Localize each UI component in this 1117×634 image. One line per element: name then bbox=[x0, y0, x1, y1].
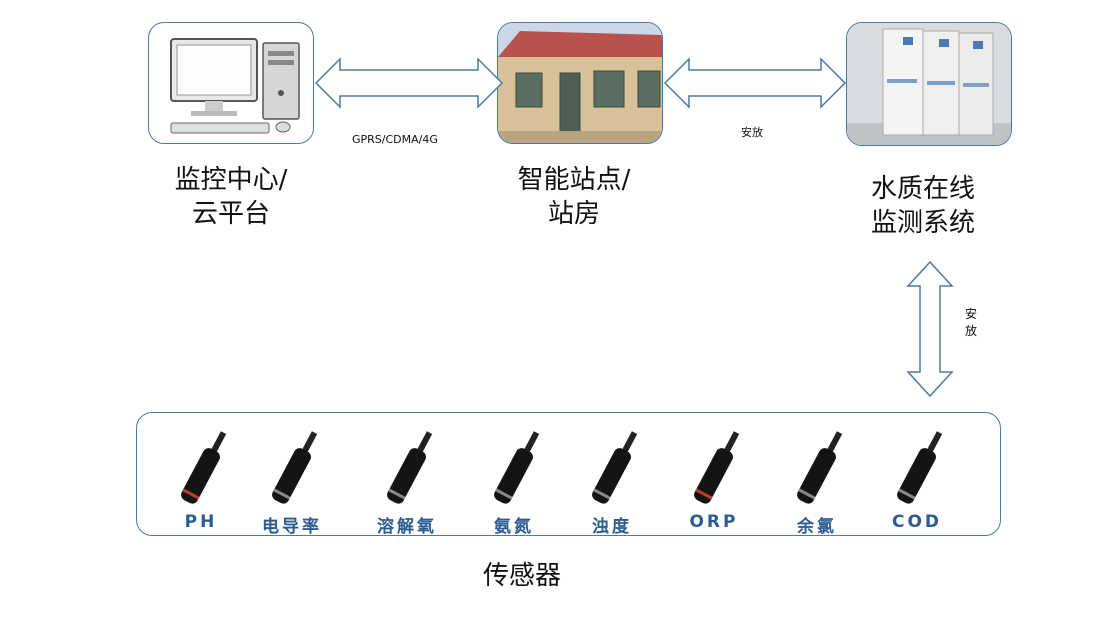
smart-station-box bbox=[497, 22, 663, 144]
sensor-label-8: COD bbox=[891, 512, 943, 532]
sensor-label-6: ORP bbox=[689, 512, 739, 532]
network-link-arrow bbox=[314, 57, 504, 109]
station-house-image bbox=[498, 23, 662, 143]
sensor-probe-3 bbox=[387, 431, 433, 504]
monitor-center-line2: 云平台 bbox=[191, 199, 270, 229]
sensor-link-label-char2: 放 bbox=[964, 324, 977, 338]
monitor-center-line1: 监控中心/ bbox=[174, 165, 288, 195]
network-link-label: GPRS/CDMA/4G bbox=[352, 133, 438, 146]
install-link-arrow bbox=[663, 57, 847, 109]
water-system-label: 水质在线 监测系统 bbox=[823, 172, 1023, 240]
smart-station-label: 智能站点/ 站房 bbox=[474, 163, 674, 231]
smart-station-line1: 智能站点/ bbox=[517, 165, 631, 195]
water-system-line1: 水质在线 bbox=[870, 174, 975, 204]
sensor-probe-7 bbox=[797, 431, 843, 504]
sensor-probe-6 bbox=[694, 431, 740, 504]
sensor-label-2: 电导率 bbox=[262, 517, 322, 536]
sensor-probe-5 bbox=[592, 431, 638, 504]
sensor-probe-2 bbox=[272, 431, 318, 504]
sensors-title: 传感器 bbox=[482, 561, 561, 591]
sensor-probe-8 bbox=[897, 431, 943, 504]
smart-station-line2: 站房 bbox=[547, 199, 600, 229]
sensor-label-7: 余氯 bbox=[797, 517, 837, 536]
sensor-link-arrow bbox=[906, 260, 954, 398]
sensor-label-1: PH bbox=[184, 512, 218, 532]
sensors-box: PH 电导率 溶解氧 氨氮 浊度 ORP 余氯 COD bbox=[136, 412, 1001, 536]
sensor-probe-4 bbox=[494, 431, 540, 504]
monitor-center-label: 监控中心/ 云平台 bbox=[131, 163, 331, 231]
water-system-line2: 监测系统 bbox=[870, 208, 975, 238]
install-link-label: 安放 bbox=[741, 126, 763, 139]
analyzer-cabinets-image bbox=[847, 23, 1011, 145]
computer-icon bbox=[170, 38, 300, 134]
sensor-link-label: 安 放 bbox=[964, 306, 978, 340]
sensor-label-4: 氨氮 bbox=[494, 517, 534, 536]
sensor-label-5: 浊度 bbox=[592, 517, 632, 536]
sensor-link-label-char1: 安 bbox=[964, 307, 977, 321]
sensor-label-3: 溶解氧 bbox=[377, 517, 437, 536]
sensor-probe-1 bbox=[181, 431, 227, 504]
water-system-box bbox=[846, 22, 1012, 146]
monitor-center-box bbox=[148, 22, 314, 144]
sensor-probes bbox=[181, 431, 943, 504]
